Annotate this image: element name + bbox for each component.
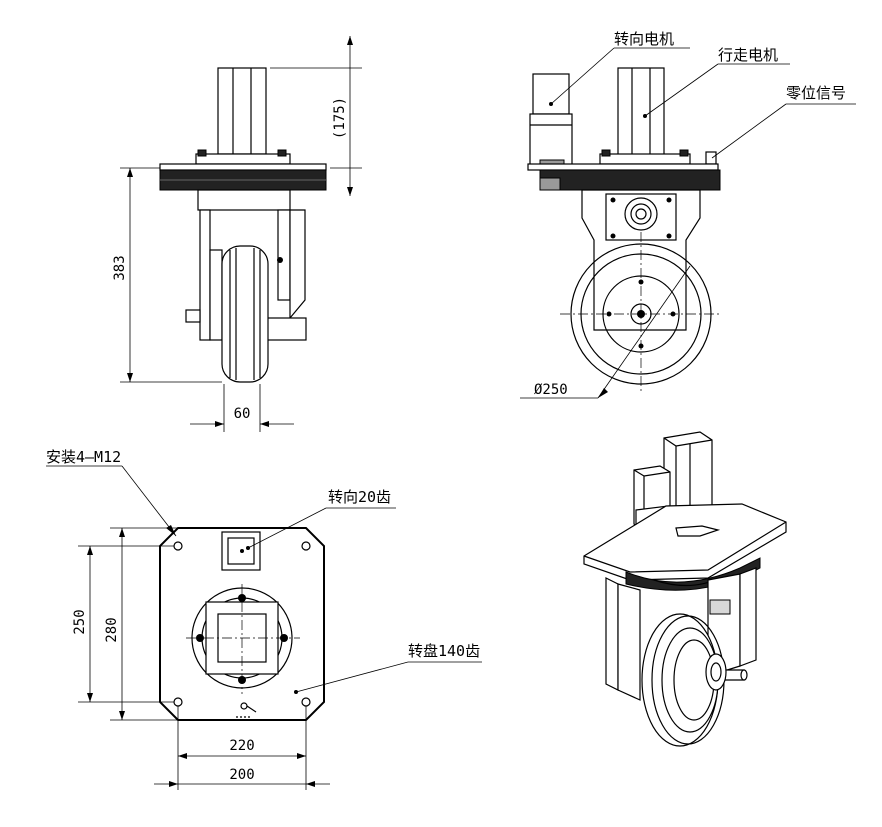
zero-signal-label: 零位信号 — [786, 84, 846, 102]
plate-width-dim: 200 — [229, 767, 254, 783]
turntable-gear-label: 转盘140齿 — [408, 642, 480, 660]
isometric-view — [583, 431, 787, 747]
total-height-dim: 383 — [112, 255, 128, 280]
mount-holes-label: 安装4—M12 — [46, 448, 121, 466]
top-view: 安装4—M12 转向20齿 转盘140齿 250 280 220 200 — [46, 448, 482, 790]
wheel-diameter-dim: Ø250 — [534, 382, 568, 398]
front-view: 转向电机 行走电机 零位信号 Ø250 — [520, 30, 856, 399]
wheel-width-dim: 60 — [234, 406, 251, 422]
motor-height-dim: (175) — [332, 97, 348, 139]
hole-spacing-horizontal-dim: 220 — [229, 738, 254, 754]
side-view: (175) 383 60 — [112, 36, 362, 432]
steering-motor-label: 转向电机 — [614, 30, 674, 48]
hole-spacing-vertical-dim: 250 — [72, 609, 88, 634]
plate-height-dim: 280 — [104, 617, 120, 642]
drive-motor-label: 行走电机 — [718, 46, 778, 64]
steering-gear-label: 转向20齿 — [328, 488, 391, 506]
